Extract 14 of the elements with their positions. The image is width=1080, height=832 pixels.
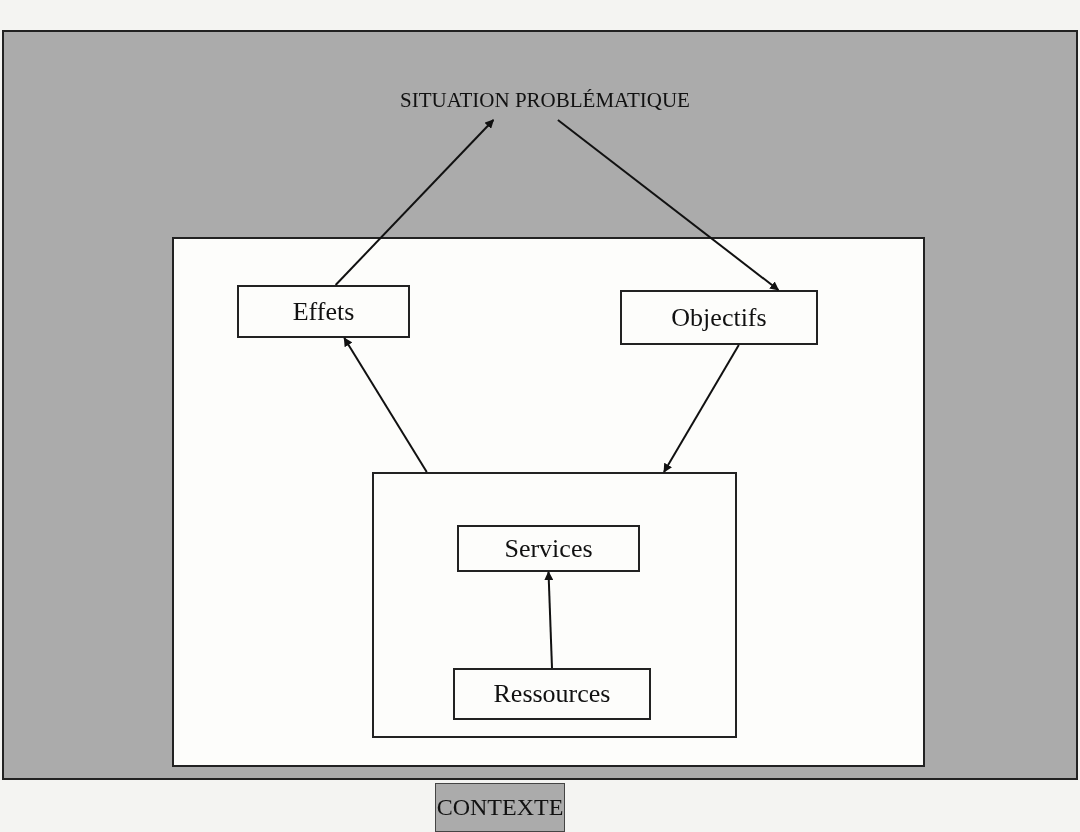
heading-text: SITUATION PROBLÉMATIQUE xyxy=(400,87,690,113)
arrow xyxy=(343,337,428,473)
label-box: Ressources xyxy=(453,668,651,720)
label-box: Effets xyxy=(237,285,410,338)
arrow xyxy=(334,119,495,286)
label-box: Services xyxy=(457,525,640,572)
arrow xyxy=(556,119,780,291)
label-box: Objectifs xyxy=(620,290,818,345)
arrow xyxy=(544,571,554,669)
frame-box xyxy=(172,237,925,767)
arrow xyxy=(663,344,740,473)
frame-box xyxy=(372,472,737,738)
context-label: CONTEXTE xyxy=(435,783,565,832)
context-panel xyxy=(2,30,1078,780)
